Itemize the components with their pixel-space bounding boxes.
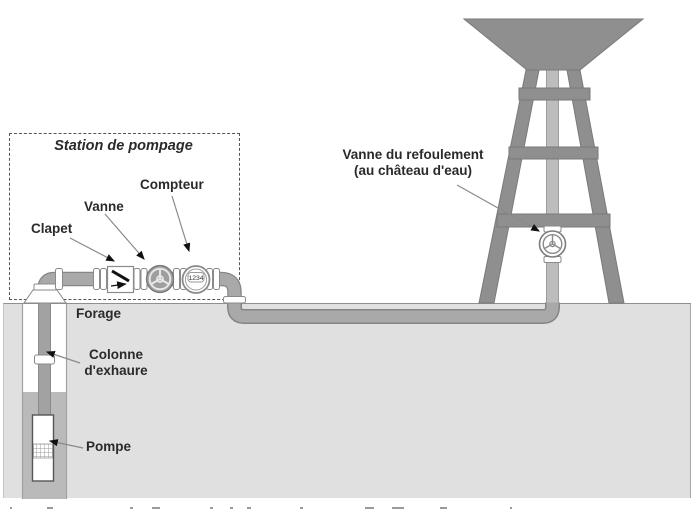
water-meter-icon: 1234: [181, 265, 211, 294]
tower-riser-pipe: [546, 67, 559, 304]
tower-crossbar: [518, 87, 591, 101]
tower-right-leg: [566, 69, 625, 304]
ground-soil: [3, 303, 691, 498]
compteur-arrow: [171, 195, 191, 253]
check-valve-icon: [106, 265, 135, 294]
tower-valve-icon: [538, 225, 567, 263]
pump-symbol: [31, 414, 55, 482]
tower-left-leg: [478, 69, 540, 304]
clapet-arrow: [69, 237, 116, 262]
colonne-label: Colonne d'exhaure: [78, 347, 154, 380]
label-arrows: [45, 184, 541, 449]
clapet-label: Clapet: [31, 221, 73, 236]
valve-handwheel-icon: [145, 264, 175, 294]
tower-crossbar: [496, 213, 611, 228]
tower-tank: [462, 18, 645, 71]
colonne-label-line2: d'exhaure: [84, 363, 148, 379]
colonne-label-line1: Colonne: [89, 347, 143, 362]
pompe-arrow: [48, 439, 84, 449]
discharge-valve-label-line2: (au château d'eau): [354, 163, 472, 179]
tower-crossbar: [508, 146, 599, 160]
compteur-label: Compteur: [140, 177, 204, 192]
meter-reading: 1234: [188, 275, 203, 282]
colonne-arrow: [45, 351, 81, 364]
underground-pipe: [227, 297, 560, 324]
vanne-label: Vanne: [84, 199, 124, 214]
discharge-valve-label: Vanne du refoulement (au château d'eau): [330, 147, 496, 180]
refoulement-arrow: [456, 184, 541, 232]
station-title: Station de pompage: [54, 138, 193, 154]
forage-label: Forage: [76, 306, 122, 321]
discharge-valve-label-line1: Vanne du refoulement: [342, 147, 484, 162]
wellhead: [23, 283, 67, 304]
vanne-arrow: [104, 213, 145, 260]
pompe-label: Pompe: [86, 439, 132, 454]
